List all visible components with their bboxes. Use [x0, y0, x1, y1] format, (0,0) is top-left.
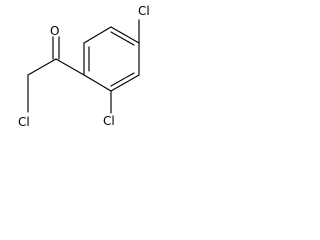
atom-label-carbonyl-oxygen: O	[50, 24, 59, 38]
chemical-structure-diagram: O Cl Cl Cl	[18, 4, 150, 129]
ring-double-bond-top-right-inner	[110, 31, 135, 46]
ring-bond-bottom-to-bottom-left	[83, 74, 112, 92]
bond-carbonyl-carbon-to-methylene	[27, 58, 57, 76]
atom-label-ring-chlorine-bottom: Cl	[103, 114, 115, 128]
ring-bond-top-left-to-top	[83, 26, 112, 44]
ring-bond-bottom-right-to-bottom	[110, 74, 140, 92]
atom-label-ring-chlorine-top: Cl	[138, 4, 150, 18]
molecule-diagram-canvas: O Cl Cl Cl	[0, 0, 158, 155]
atom-label-group: O Cl Cl Cl	[18, 4, 150, 129]
bond-group	[27, 19, 140, 114]
bond-ring-to-carbonyl-carbon	[55, 58, 85, 76]
ring-bond-top-to-top-right	[110, 26, 140, 44]
ring-double-bond-bottom-right-inner	[110, 72, 135, 87]
atom-label-chloromethyl-chlorine: Cl	[18, 115, 30, 129]
